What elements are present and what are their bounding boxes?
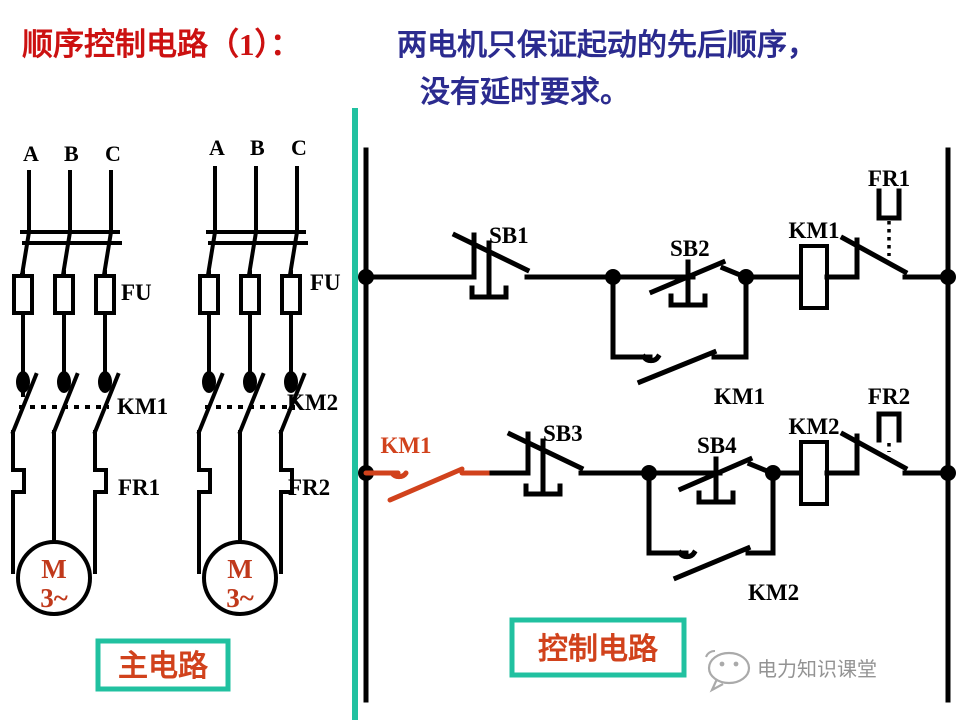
fuse-bank-2 [198,270,302,377]
motor-symbol-phase: 3~ [40,583,68,613]
isolator-switch-2[interactable] [205,229,308,278]
main-circuit-group-2: A B C FU [196,135,341,616]
overload-label-fr2: FR2 [288,475,330,500]
motor-2: M 3~ [197,503,283,616]
holding-contact-km2[interactable] [646,470,776,582]
main-circuit-caption: 主电路 [95,638,231,692]
supply-lines [27,170,113,230]
overload-contact-fr1[interactable] [839,188,951,280]
phase-label-a-2: A [209,135,225,160]
overload-contact-label-fr1: FR1 [868,166,910,191]
phase-label-b-2: B [250,135,265,160]
fuse-label-2: FU [310,270,341,295]
stop-button-label-sb1: SB1 [489,223,529,248]
fuse-bank [12,270,116,377]
start-button-label-sb2: SB2 [670,236,710,261]
motor-2-symbol-m: M [227,554,252,584]
contactor-main-contacts-km1[interactable] [10,371,121,507]
coil-km2[interactable] [799,440,829,506]
coil-label-km1: KM1 [788,218,839,243]
contactor-label-km2: KM2 [287,390,338,415]
coil-km1[interactable] [799,244,829,310]
phase-label-b: B [64,141,79,166]
overload-contact-label-fr2: FR2 [868,384,910,409]
page-title: 顺序控制电路（1）： [22,27,301,62]
motor-2-symbol-phase: 3~ [226,583,254,613]
overload-relay-fr1 [11,458,108,550]
overload-contact-fr2[interactable] [839,411,951,476]
stop-button-label-sb3: SB3 [543,421,583,446]
control-rung-2: KM1 SB3 SB4 [358,384,956,605]
main-circuit-group-1: A B C FU [10,141,168,616]
isolator-switch[interactable] [19,229,122,279]
start-button-sb2[interactable] [648,258,749,308]
wechat-icon [705,650,751,693]
watermark: 电力知识课堂 [705,650,877,693]
motor-1: M 3~ [11,503,97,616]
stop-button-sb1[interactable] [451,231,613,300]
watermark-text: 电力知识课堂 [757,658,877,681]
holding-contact-label-km2: KM2 [748,580,799,605]
holding-contact-km1[interactable] [610,274,749,386]
description-line-2: 没有延时要求。 [420,76,630,109]
contactor-label-km1: KM1 [117,394,168,419]
phase-label-c: C [105,141,121,166]
interlock-contact-label-km1: KM1 [380,433,431,458]
overload-relay-fr2 [197,458,294,550]
stop-button-sb3[interactable] [506,430,649,497]
holding-contact-label-km1: KM1 [714,384,765,409]
motor-symbol-m: M [41,554,66,584]
phase-label-a: A [23,141,39,166]
start-button-label-sb4: SB4 [697,433,737,458]
main-circuit-caption-text: 主电路 [118,650,209,683]
start-button-sb4[interactable] [677,455,776,505]
description-line-1: 两电机只保证起动的先后顺序， [397,28,817,62]
control-rung-1: SB1 SB2 KM1 [358,166,956,409]
control-circuit-caption: 控制电路 [509,617,687,678]
fuse-label: FU [121,280,152,305]
control-circuit: SB1 SB2 KM1 [358,147,956,703]
overload-label-fr1: FR1 [118,475,160,500]
coil-label-km2: KM2 [788,414,839,439]
supply-lines-2 [213,166,299,230]
phase-label-c-2: C [291,135,307,160]
interlock-contact-km1[interactable] [363,466,495,503]
control-circuit-caption-text: 控制电路 [538,633,659,666]
contactor-main-contacts-km2[interactable] [196,371,307,507]
